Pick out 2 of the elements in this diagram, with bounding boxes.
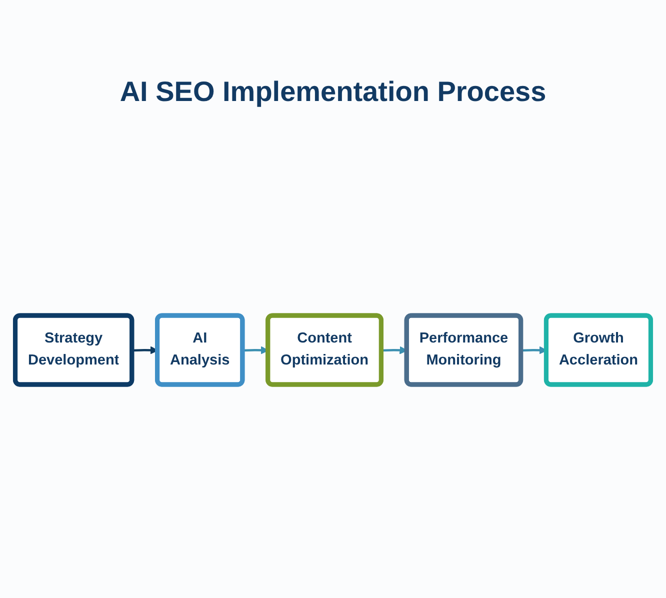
diagram-title: AI SEO Implementation Process [118, 76, 548, 108]
arrow [382, 346, 408, 354]
